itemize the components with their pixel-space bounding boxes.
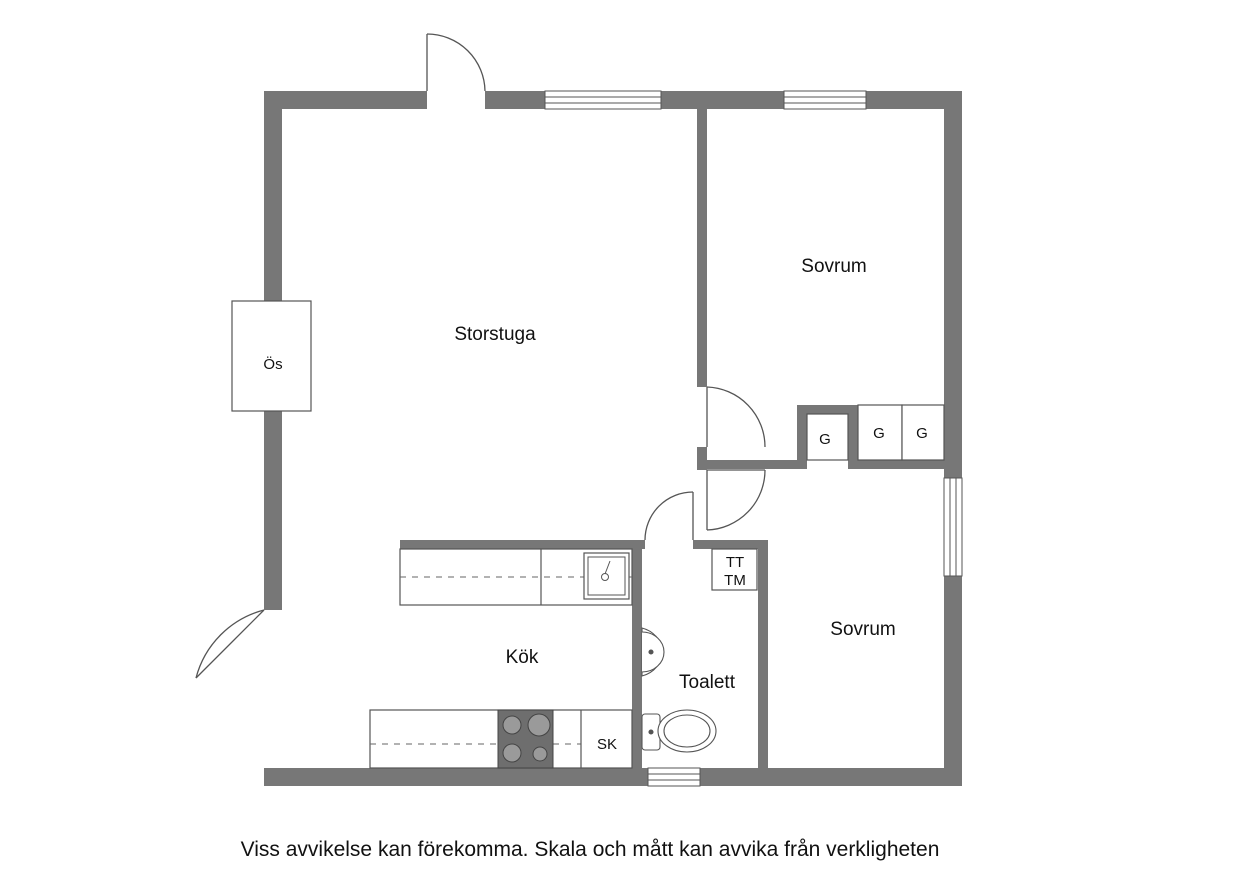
disclaimer-caption: Viss avvikelse kan förekomma. Skala och …: [240, 838, 940, 861]
room-label-storstuga: Storstuga: [454, 324, 536, 345]
fixture-label-sk: SK: [597, 736, 617, 753]
window-bottom: [647, 767, 701, 787]
fixture-label-g2: G: [873, 425, 885, 442]
closets: [806, 404, 945, 461]
window-right: [943, 477, 963, 577]
window-top-left: [544, 90, 662, 110]
door-sovrum-top: [706, 386, 766, 448]
fixture-label-g3: G: [916, 425, 928, 442]
door-toalett: [644, 491, 694, 541]
fixture-label-tt: TT: [726, 554, 744, 571]
sink-icon: [583, 552, 630, 600]
windows: [544, 90, 963, 787]
fixture-label-os: Ös: [263, 355, 282, 373]
window-top-right: [783, 90, 867, 110]
kitchen-counter-upper: [399, 548, 633, 606]
interior-walls: [400, 109, 944, 768]
toilet-icon: [641, 709, 717, 753]
room-label-toalett: Toalett: [679, 672, 736, 693]
stove-icon: [497, 709, 554, 769]
kitchen-counter-lower: [369, 709, 633, 769]
fixture-label-tm: TM: [724, 572, 746, 589]
door-entrance-top: [426, 33, 486, 92]
tt-tm-box: [711, 548, 758, 591]
room-label-kok: Kök: [506, 647, 539, 668]
os-box: [231, 300, 312, 412]
washbasin-icon: [641, 627, 665, 677]
door-entrance-left: [195, 609, 265, 679]
room-label-sovrum-bottom: Sovrum: [830, 619, 895, 640]
doors: [195, 33, 766, 679]
door-sovrum-bottom: [706, 469, 766, 531]
fixture-label-g1: G: [819, 431, 831, 448]
room-label-sovrum-top: Sovrum: [801, 256, 866, 277]
